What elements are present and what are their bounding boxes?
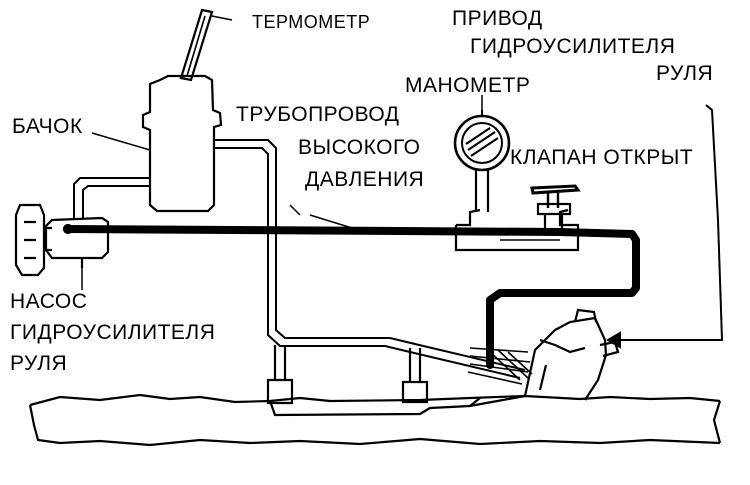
thermometer-probe [179,8,233,82]
manometer-label: МАНОМЕТР [405,74,530,97]
pressure-pipe-label-line3: ДАВЛЕНИЯ [305,168,424,191]
actuator-label-line2: ГИДРОУСИЛИТЕЛЯ [470,35,675,58]
high-pressure-line [64,225,640,369]
shutoff-valve [530,184,581,228]
gear-connection-hoses [467,347,533,385]
pressure-pipe-label-line1: ТРУБОПРОВОД [236,103,399,126]
return-line-to-gear [214,139,526,379]
pump-label-line3: РУЛЯ [10,352,67,375]
return-line-to-pump [73,177,150,218]
reservoir-tank [141,74,223,213]
actuator-cable [606,104,724,349]
steering-rack [28,393,722,447]
pressure-pipe-label-line2: ВЫСОКОГО [298,136,421,159]
thermometer-label: ТЕРМОМЕТР [252,12,370,32]
actuator-label-line3: РУЛЯ [656,62,713,85]
reservoir-label: БАЧОК [12,115,83,138]
leader-lines [81,95,483,290]
manometer-gauge [453,110,511,212]
valve-open-label: КЛАПАН ОТКРЫТ [510,146,693,169]
steering-gear-housing [523,308,620,401]
rack-mount-brackets [266,345,429,405]
pump-label-line1: НАСОС [10,290,87,313]
pump-label-line2: ГИДРОУСИЛИТЕЛЯ [10,321,215,344]
actuator-label-line1: ПРИВОД [452,7,543,30]
pump-body [14,203,110,277]
